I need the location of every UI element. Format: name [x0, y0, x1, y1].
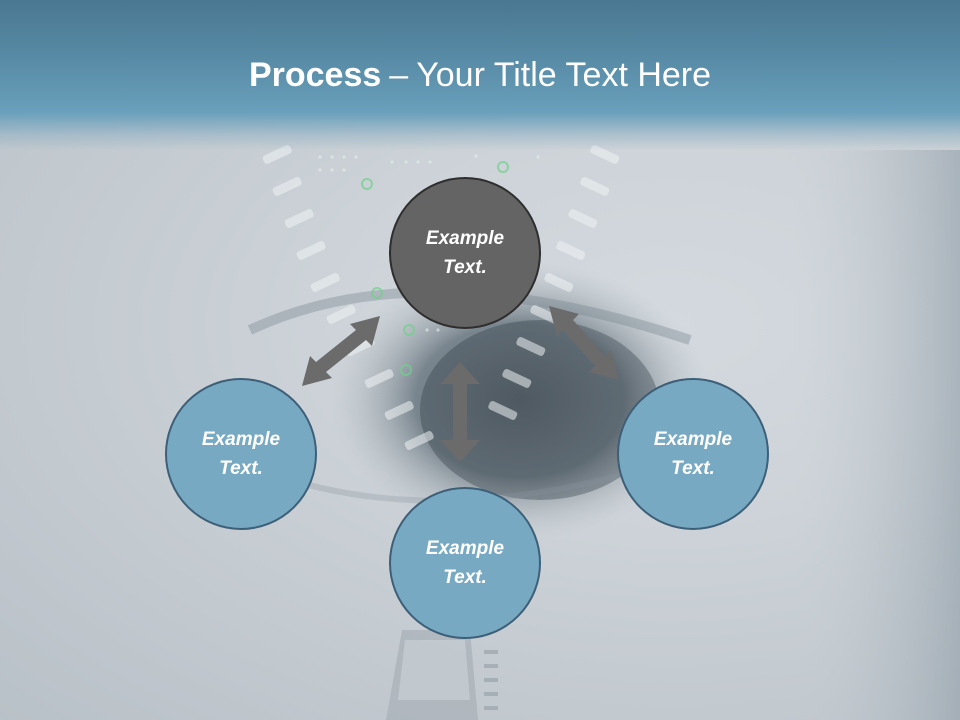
- step-text-line2: Text.: [219, 458, 263, 479]
- process-step-top[interactable]: Example Text.: [389, 177, 541, 329]
- title-bold: Process: [248, 56, 382, 94]
- process-step-bottom[interactable]: Example Text.: [389, 487, 541, 639]
- step-text-line2: Text.: [671, 458, 715, 479]
- title-dash: –: [389, 56, 409, 94]
- double-arrow-icon: [549, 306, 619, 380]
- title-rest: Your Title Text Here: [416, 56, 712, 94]
- step-text-line1: Example: [653, 429, 733, 450]
- step-text-line1: Example: [201, 429, 281, 450]
- step-text-line1: Example: [425, 228, 505, 249]
- step-text-line2: Text.: [443, 257, 487, 278]
- step-text-line2: Text.: [443, 567, 487, 588]
- process-step-right[interactable]: Example Text.: [617, 378, 769, 530]
- process-step-left[interactable]: Example Text.: [165, 378, 317, 530]
- title-bar: [0, 0, 960, 150]
- step-text-line1: Example: [425, 538, 505, 559]
- double-arrow-icon: [440, 362, 480, 462]
- slide-title: Process–Your Title Text Here: [0, 52, 960, 98]
- double-arrow-icon: [302, 316, 380, 386]
